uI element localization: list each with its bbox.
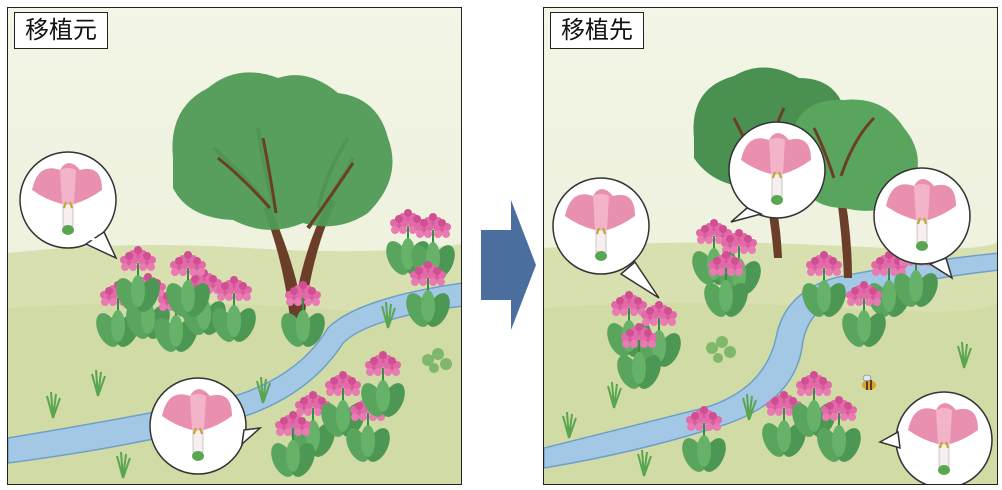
source-site-label: 移植元	[14, 12, 108, 49]
destination-site-illustration	[544, 8, 998, 485]
source-site-illustration	[8, 8, 462, 485]
source-site-panel: 移植元	[7, 7, 462, 485]
destination-site-panel: 移植先	[543, 7, 998, 485]
destination-site-label: 移植先	[550, 12, 644, 49]
arrow-right-icon	[481, 200, 536, 330]
